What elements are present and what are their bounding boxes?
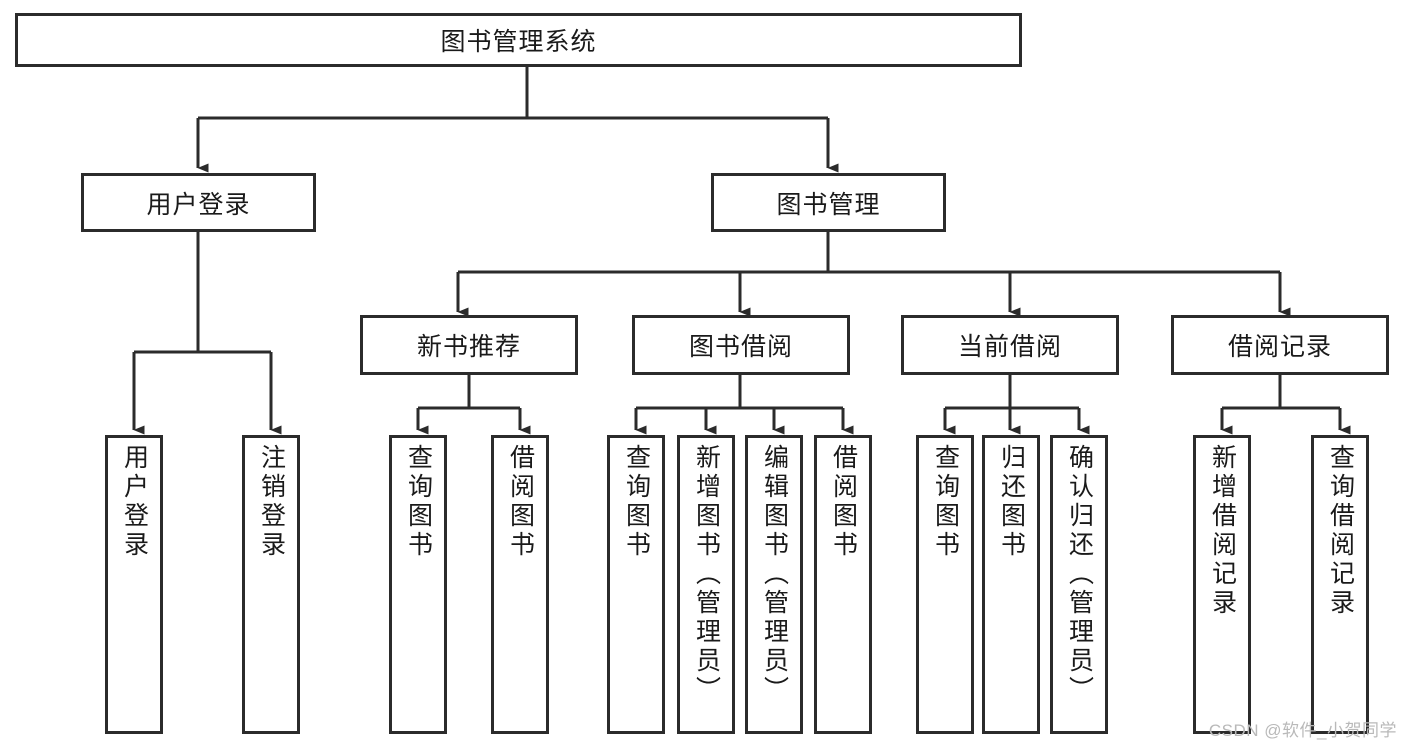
- node-leaf-query-book-3-label: 查询图书: [931, 444, 960, 560]
- node-book-borrow[interactable]: 图书借阅: [632, 315, 850, 375]
- node-new-book-rec-label: 新书推荐: [416, 333, 521, 361]
- node-leaf-edit-book[interactable]: 编辑图书（管理员）: [745, 435, 803, 734]
- node-leaf-query-book-2[interactable]: 查询图书: [607, 435, 665, 734]
- node-leaf-query-book-1-label: 查询图书: [404, 444, 433, 560]
- node-leaf-add-record[interactable]: 新增借阅记录: [1193, 435, 1251, 734]
- node-leaf-add-book[interactable]: 新增图书（管理员）: [677, 435, 735, 734]
- node-leaf-logout[interactable]: 注销登录: [242, 435, 300, 734]
- node-leaf-borrow-book-2[interactable]: 借阅图书: [814, 435, 872, 734]
- node-leaf-return-book-label: 归还图书: [997, 444, 1026, 560]
- node-root[interactable]: 图书管理系统: [15, 13, 1022, 67]
- node-leaf-user-login-label: 用户登录: [120, 444, 149, 560]
- node-leaf-confirm-return[interactable]: 确认归还（管理员）: [1050, 435, 1108, 734]
- node-leaf-borrow-book-1-label: 借阅图书: [506, 444, 535, 560]
- node-leaf-user-login[interactable]: 用户登录: [105, 435, 163, 734]
- node-borrow-record[interactable]: 借阅记录: [1171, 315, 1389, 375]
- node-current-borrow[interactable]: 当前借阅: [901, 315, 1119, 375]
- node-user-login[interactable]: 用户登录: [81, 173, 316, 232]
- node-book-manage-label: 图书管理: [776, 190, 881, 219]
- node-leaf-query-record[interactable]: 查询借阅记录: [1311, 435, 1369, 734]
- node-leaf-confirm-return-label: 确认归还（管理员）: [1065, 444, 1094, 705]
- node-leaf-logout-label: 注销登录: [257, 444, 286, 560]
- node-leaf-edit-book-label: 编辑图书（管理员）: [760, 444, 789, 705]
- node-leaf-borrow-book-1[interactable]: 借阅图书: [491, 435, 549, 734]
- node-borrow-record-label: 借阅记录: [1227, 333, 1332, 361]
- node-leaf-query-book-3[interactable]: 查询图书: [916, 435, 974, 734]
- watermark: CSDN @软件_小贺同学: [1208, 721, 1397, 740]
- node-leaf-add-record-label: 新增借阅记录: [1208, 444, 1237, 618]
- node-book-borrow-label: 图书借阅: [688, 333, 793, 361]
- node-current-borrow-label: 当前借阅: [957, 333, 1062, 361]
- node-new-book-rec[interactable]: 新书推荐: [360, 315, 578, 375]
- node-leaf-query-record-label: 查询借阅记录: [1326, 444, 1355, 618]
- node-leaf-return-book[interactable]: 归还图书: [982, 435, 1040, 734]
- node-leaf-add-book-label: 新增图书（管理员）: [692, 444, 721, 705]
- node-leaf-borrow-book-2-label: 借阅图书: [829, 444, 858, 560]
- node-leaf-query-book-1[interactable]: 查询图书: [389, 435, 447, 734]
- node-root-label: 图书管理系统: [440, 28, 597, 56]
- node-leaf-query-book-2-label: 查询图书: [622, 444, 651, 560]
- node-user-login-label: 用户登录: [146, 190, 251, 219]
- node-book-manage[interactable]: 图书管理: [711, 173, 946, 232]
